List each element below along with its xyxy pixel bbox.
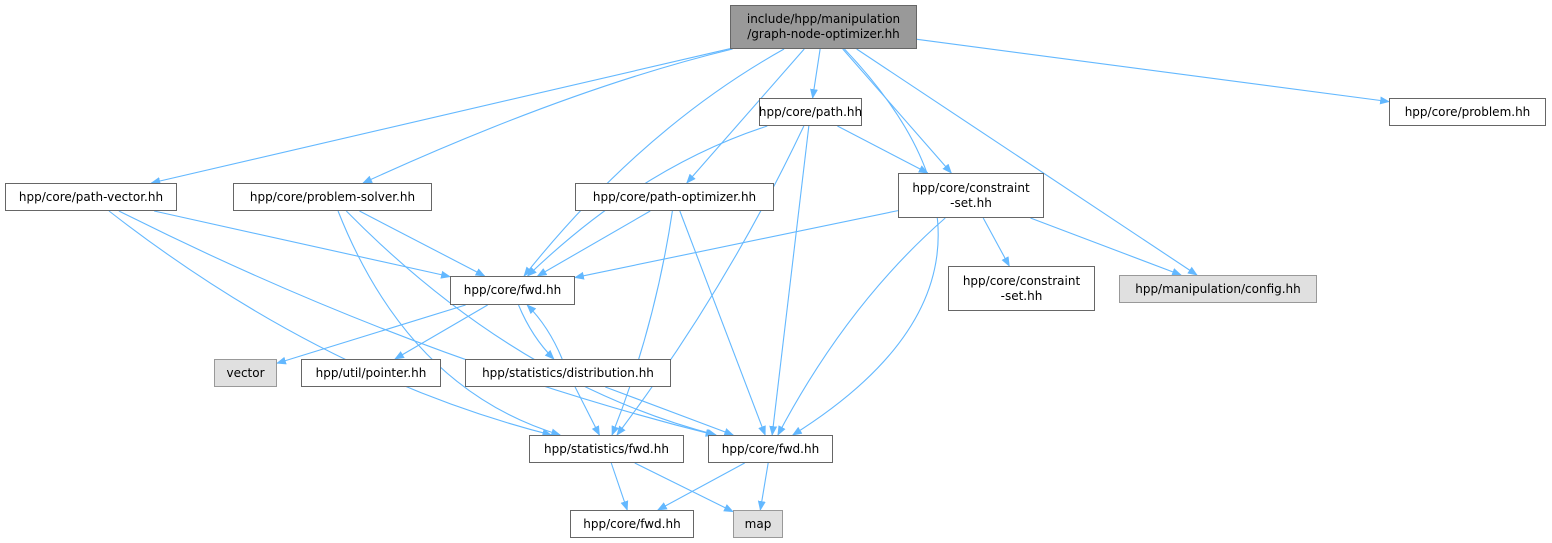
edge-root-to-constraintset <box>842 48 952 174</box>
edge-pathvector-to-fwd <box>153 210 451 279</box>
edge-pathvector-to-corefwd <box>118 210 716 437</box>
node-label: hpp/statistics/fwd.hh <box>544 441 669 456</box>
node-label: include/hpp/manipulation <box>746 12 901 26</box>
edge-constraintset-to-config <box>1030 217 1182 276</box>
edge-root-to-corefwd <box>791 48 939 436</box>
node-distribution[interactable]: hpp/statistics/distribution.hh <box>465 359 671 387</box>
node-label: -set.hh <box>950 195 992 210</box>
edge-pathoptimizer-to-statfwd <box>611 210 673 436</box>
edge-pathoptimizer-to-corefwd <box>679 210 766 436</box>
edge-root-to-path <box>810 48 821 99</box>
edge-fwd-to-distribution <box>518 304 555 360</box>
edge-problemsolver-to-statfwd <box>337 210 562 437</box>
edge-distribution-to-fwd <box>526 304 563 360</box>
edge-distribution-to-statfwd <box>574 386 600 436</box>
edge-distribution-to-corefwd <box>605 386 735 436</box>
node-pointer[interactable]: hpp/util/pointer.hh <box>301 359 441 387</box>
node-constraintset2[interactable]: hpp/core/constraint-set.hh <box>948 266 1095 311</box>
node-pathoptimizer[interactable]: hpp/core/path-optimizer.hh <box>575 183 774 211</box>
node-corefwd2[interactable]: hpp/core/fwd.hh <box>570 510 694 538</box>
edge-corefwd-to-corefwd2 <box>656 462 745 511</box>
node-label: hpp/core/path-optimizer.hh <box>592 189 757 204</box>
edge-root-to-problem <box>916 38 1390 105</box>
edge-statfwd-to-corefwd2 <box>610 462 629 511</box>
node-map[interactable]: map <box>733 510 783 538</box>
edge-pathoptimizer-to-fwd <box>536 210 651 277</box>
edge-constraintset-to-constraintset2 <box>982 217 1010 267</box>
edge-constraintset-to-fwd <box>574 210 899 280</box>
node-label: vector <box>226 365 265 380</box>
node-label: hpp/util/pointer.hh <box>315 365 427 380</box>
node-label: hpp/core/fwd.hh <box>583 516 681 531</box>
node-constraintset[interactable]: hpp/core/constraint-set.hh <box>898 173 1044 218</box>
edge-root-to-problemsolver <box>362 48 733 184</box>
edge-root-to-pathoptimizer <box>686 48 805 184</box>
node-label: hpp/core/fwd.hh <box>463 283 562 297</box>
node-corefwd[interactable]: hpp/core/fwd.hh <box>708 435 833 463</box>
node-problem[interactable]: hpp/core/problem.hh <box>1389 98 1546 126</box>
node-label: hpp/core/problem.hh <box>1404 104 1531 119</box>
node-label: hpp/core/constraint <box>962 273 1081 288</box>
edge-path-to-constraintset <box>837 125 929 174</box>
edge-problemsolver-to-fwd <box>359 210 486 277</box>
node-fwd[interactable]: hpp/core/fwd.hh <box>450 276 575 305</box>
edge-pathvector-to-statfwd <box>108 210 553 437</box>
edge-root-to-fwd <box>523 48 785 277</box>
node-label: hpp/core/path.hh <box>758 104 863 119</box>
node-label: hpp/manipulation/config.hh <box>1135 281 1301 296</box>
node-pathvector[interactable]: hpp/core/path-vector.hh <box>5 183 177 211</box>
node-label: -set.hh <box>1000 288 1043 303</box>
node-statfwd[interactable]: hpp/statistics/fwd.hh <box>529 435 684 463</box>
edge-path-to-statfwd <box>616 125 805 436</box>
node-root[interactable]: include/hpp/manipulation/graph-node-opti… <box>730 5 917 49</box>
edge-constraintset-to-corefwd <box>777 217 946 436</box>
edge-statfwd-to-map <box>634 462 734 513</box>
node-label: hpp/core/constraint <box>912 180 1030 195</box>
edge-root-to-pathvector <box>150 48 731 185</box>
edge-fwd-to-pointer <box>394 304 488 360</box>
edge-path-to-corefwd <box>769 125 810 436</box>
node-label: hpp/core/fwd.hh <box>721 441 820 456</box>
edge-problemsolver-to-corefwd <box>345 210 718 437</box>
edge-fwd-to-vector <box>276 304 466 365</box>
edge-corefwd-to-map <box>757 462 769 511</box>
node-vector[interactable]: vector <box>214 359 277 387</box>
node-label: hpp/core/path-vector.hh <box>18 189 164 204</box>
node-label: map <box>744 516 772 531</box>
node-path[interactable]: hpp/core/path.hh <box>759 98 862 126</box>
node-config[interactable]: hpp/manipulation/config.hh <box>1119 275 1317 303</box>
edge-root-to-config <box>856 48 1198 276</box>
node-problemsolver[interactable]: hpp/core/problem-solver.hh <box>233 183 432 211</box>
node-label: hpp/core/problem-solver.hh <box>249 189 416 204</box>
node-label: hpp/statistics/distribution.hh <box>482 365 654 380</box>
node-label: /graph-node-optimizer.hh <box>747 27 900 41</box>
